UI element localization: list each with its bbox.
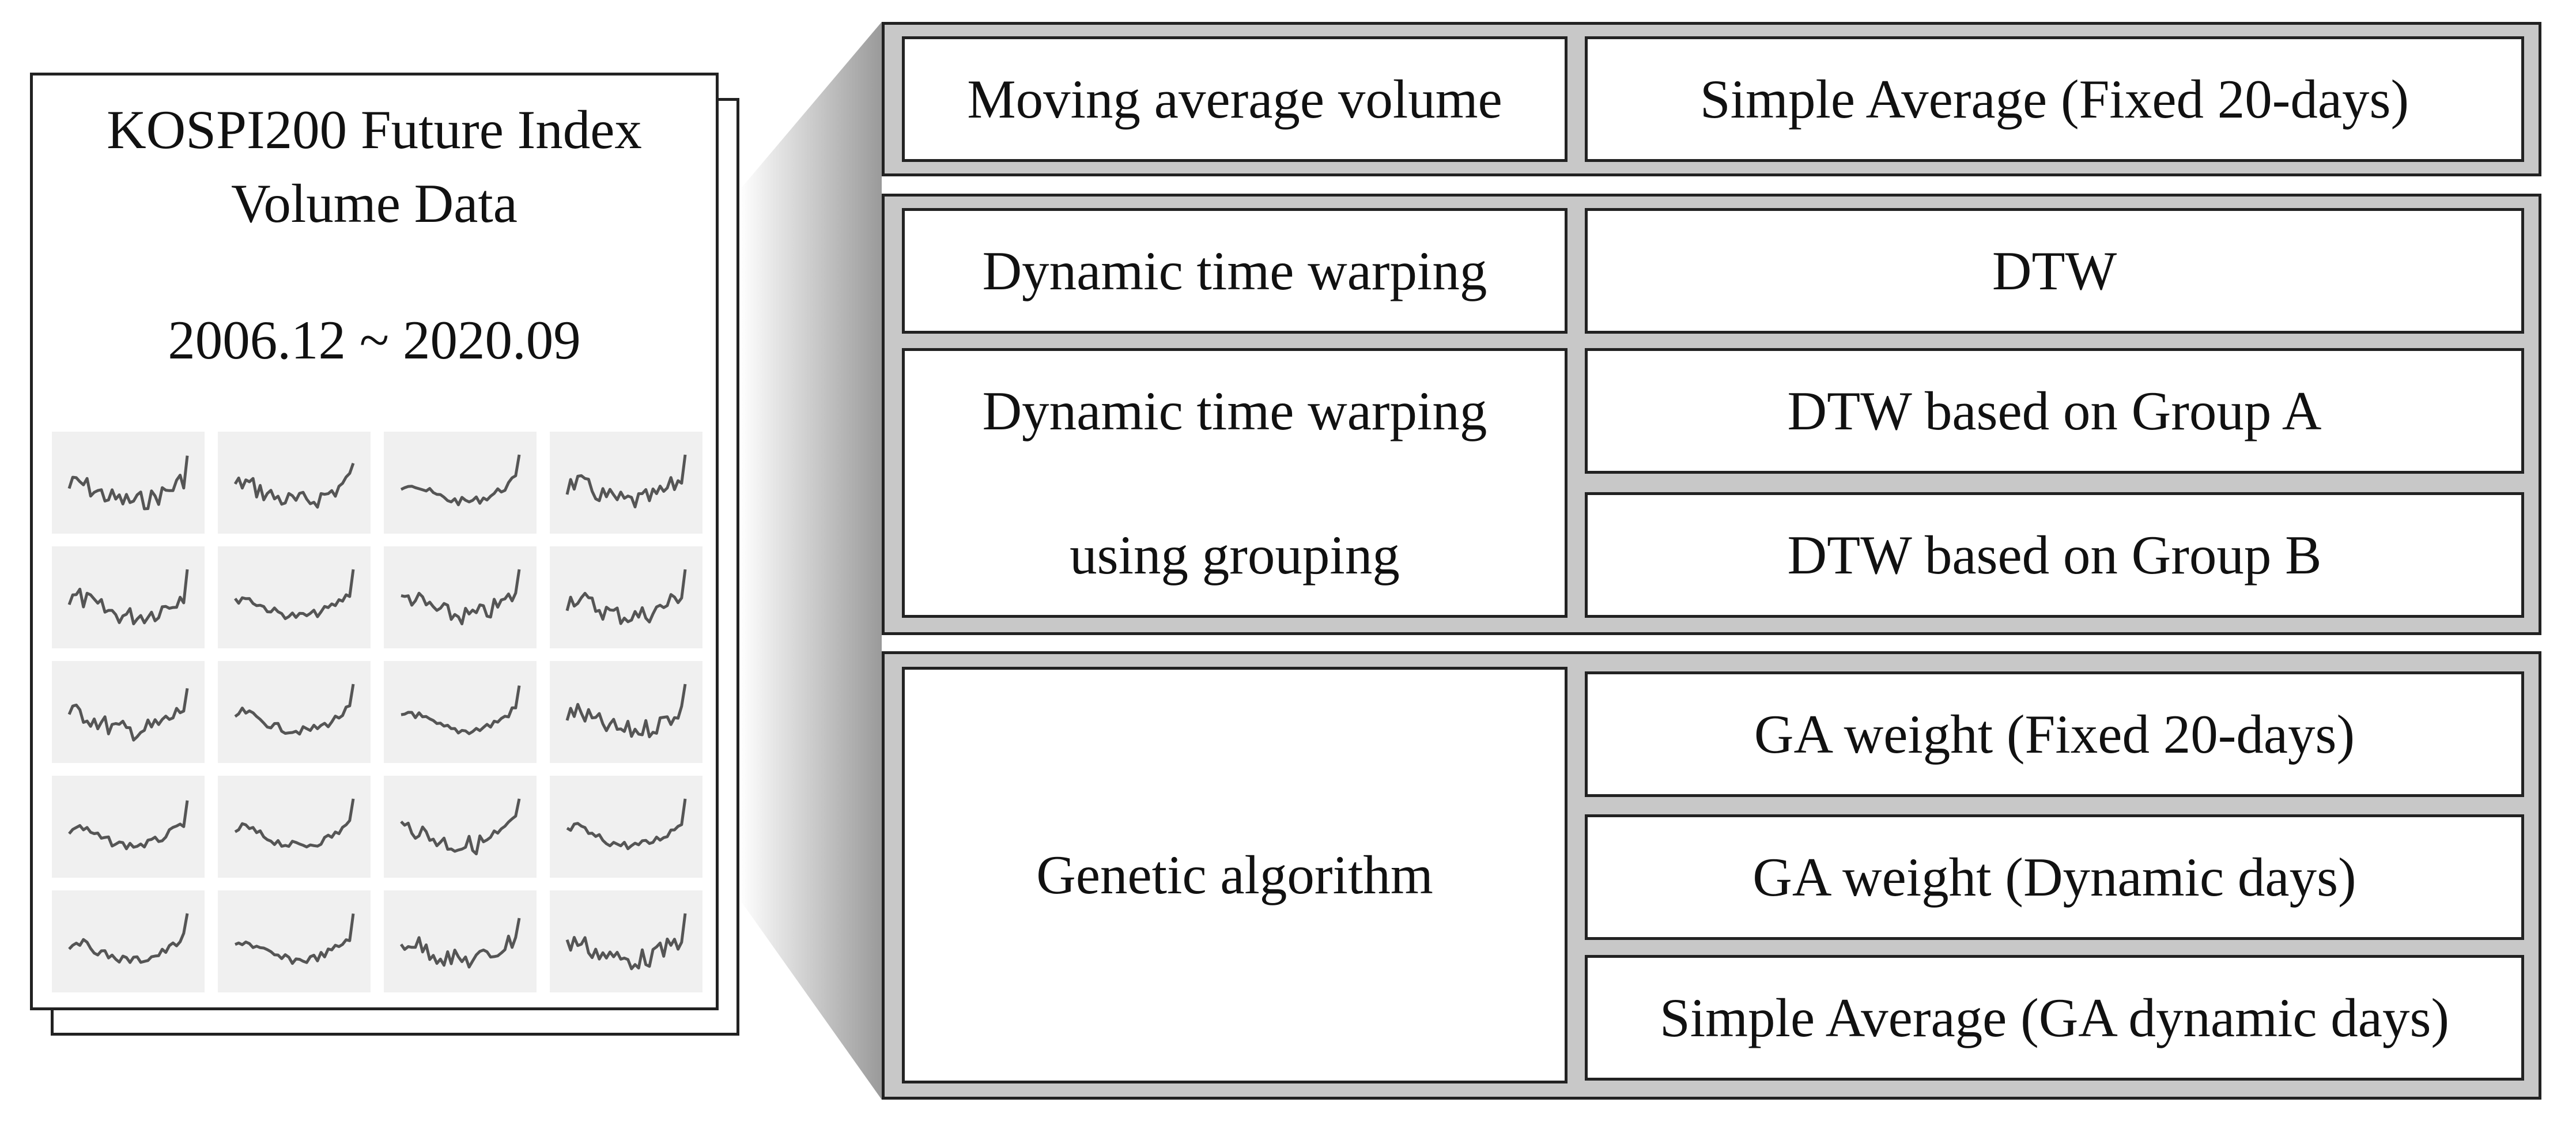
volume-thumbnail bbox=[218, 546, 371, 648]
volume-sparkline bbox=[400, 454, 521, 507]
moving-average-label: Moving average volume bbox=[902, 36, 1567, 162]
dtw-panel: Dynamic time warping DTW Dynamic time wa… bbox=[882, 194, 2541, 635]
volume-sparkline bbox=[565, 913, 687, 971]
volume-sparkline bbox=[67, 569, 189, 625]
volume-sparkline bbox=[565, 569, 687, 625]
document-page: KOSPI200 Future Index Volume Data 2006.1… bbox=[30, 73, 719, 1010]
volume-sparkline bbox=[565, 454, 687, 509]
genetic-algorithm-panel: Genetic algorithm GA weight (Fixed 20-da… bbox=[882, 651, 2541, 1100]
volume-sparkline bbox=[234, 798, 355, 849]
volume-thumbnail bbox=[550, 776, 702, 878]
dtw-grouping-label: Dynamic time warping using grouping bbox=[902, 348, 1567, 618]
volume-sparkline bbox=[234, 569, 355, 620]
volume-thumbnail bbox=[550, 890, 702, 992]
dtw-group-a-variant: DTW based on Group A bbox=[1585, 348, 2524, 474]
volume-sparkline bbox=[401, 569, 521, 625]
moving-average-panel: Moving average volume Simple Average (Fi… bbox=[882, 22, 2541, 176]
dtw-grouping-label-line1: Dynamic time warping bbox=[982, 380, 1487, 441]
dtw-grouping-label-line2: using grouping bbox=[1070, 524, 1400, 586]
dtw-group-b-variant: DTW based on Group B bbox=[1585, 492, 2524, 618]
volume-sparkline bbox=[235, 913, 355, 965]
volume-sparkline bbox=[399, 917, 521, 969]
ga-simple-average-variant: Simple Average (GA dynamic days) bbox=[1585, 955, 2524, 1081]
genetic-algorithm-label: Genetic algorithm bbox=[902, 667, 1567, 1083]
volume-thumbnail bbox=[384, 890, 537, 992]
volume-sparkline bbox=[565, 684, 687, 738]
moving-average-variant: Simple Average (Fixed 20-days) bbox=[1585, 36, 2524, 162]
volume-sparkline bbox=[400, 798, 521, 856]
ga-weight-dynamic-variant: GA weight (Dynamic days) bbox=[1585, 814, 2524, 940]
volume-thumbnail bbox=[52, 432, 205, 534]
document-title-line1: KOSPI200 Future Index bbox=[107, 99, 642, 160]
volume-thumbnail bbox=[384, 661, 537, 763]
volume-thumbnail bbox=[52, 776, 205, 878]
document-title: KOSPI200 Future Index Volume Data bbox=[33, 93, 716, 240]
volume-sparkline bbox=[67, 688, 189, 742]
volume-thumbnail bbox=[218, 890, 371, 992]
volume-sparkline bbox=[67, 455, 189, 511]
volume-thumbnail bbox=[550, 661, 702, 763]
volume-thumbnail bbox=[384, 432, 537, 534]
volume-thumbnail bbox=[384, 776, 537, 878]
volume-thumbnail bbox=[384, 546, 537, 648]
document-title-line2: Volume Data bbox=[231, 173, 518, 234]
volume-thumbnail bbox=[52, 890, 205, 992]
volume-sparkline bbox=[234, 684, 355, 736]
volume-thumbnail bbox=[550, 546, 702, 648]
volume-thumbnail bbox=[218, 776, 371, 878]
dtw-variant: DTW bbox=[1585, 208, 2524, 334]
volume-thumbnail bbox=[218, 432, 371, 534]
volume-sparkline bbox=[233, 462, 355, 509]
volume-thumbnail bbox=[550, 432, 702, 534]
volume-sparkline bbox=[68, 800, 189, 851]
volume-sparkline bbox=[566, 798, 687, 851]
date-range: 2006.12 ~ 2020.09 bbox=[168, 309, 581, 371]
volume-thumbnail bbox=[52, 546, 205, 648]
dtw-label: Dynamic time warping bbox=[902, 208, 1567, 334]
volume-thumbnail bbox=[218, 661, 371, 763]
ga-weight-fixed-variant: GA weight (Fixed 20-days) bbox=[1585, 671, 2524, 797]
volume-thumbnail bbox=[52, 661, 205, 763]
volume-sparkline bbox=[401, 685, 521, 735]
volume-thumbnail-grid bbox=[52, 432, 703, 999]
volume-sparkline bbox=[68, 913, 189, 964]
